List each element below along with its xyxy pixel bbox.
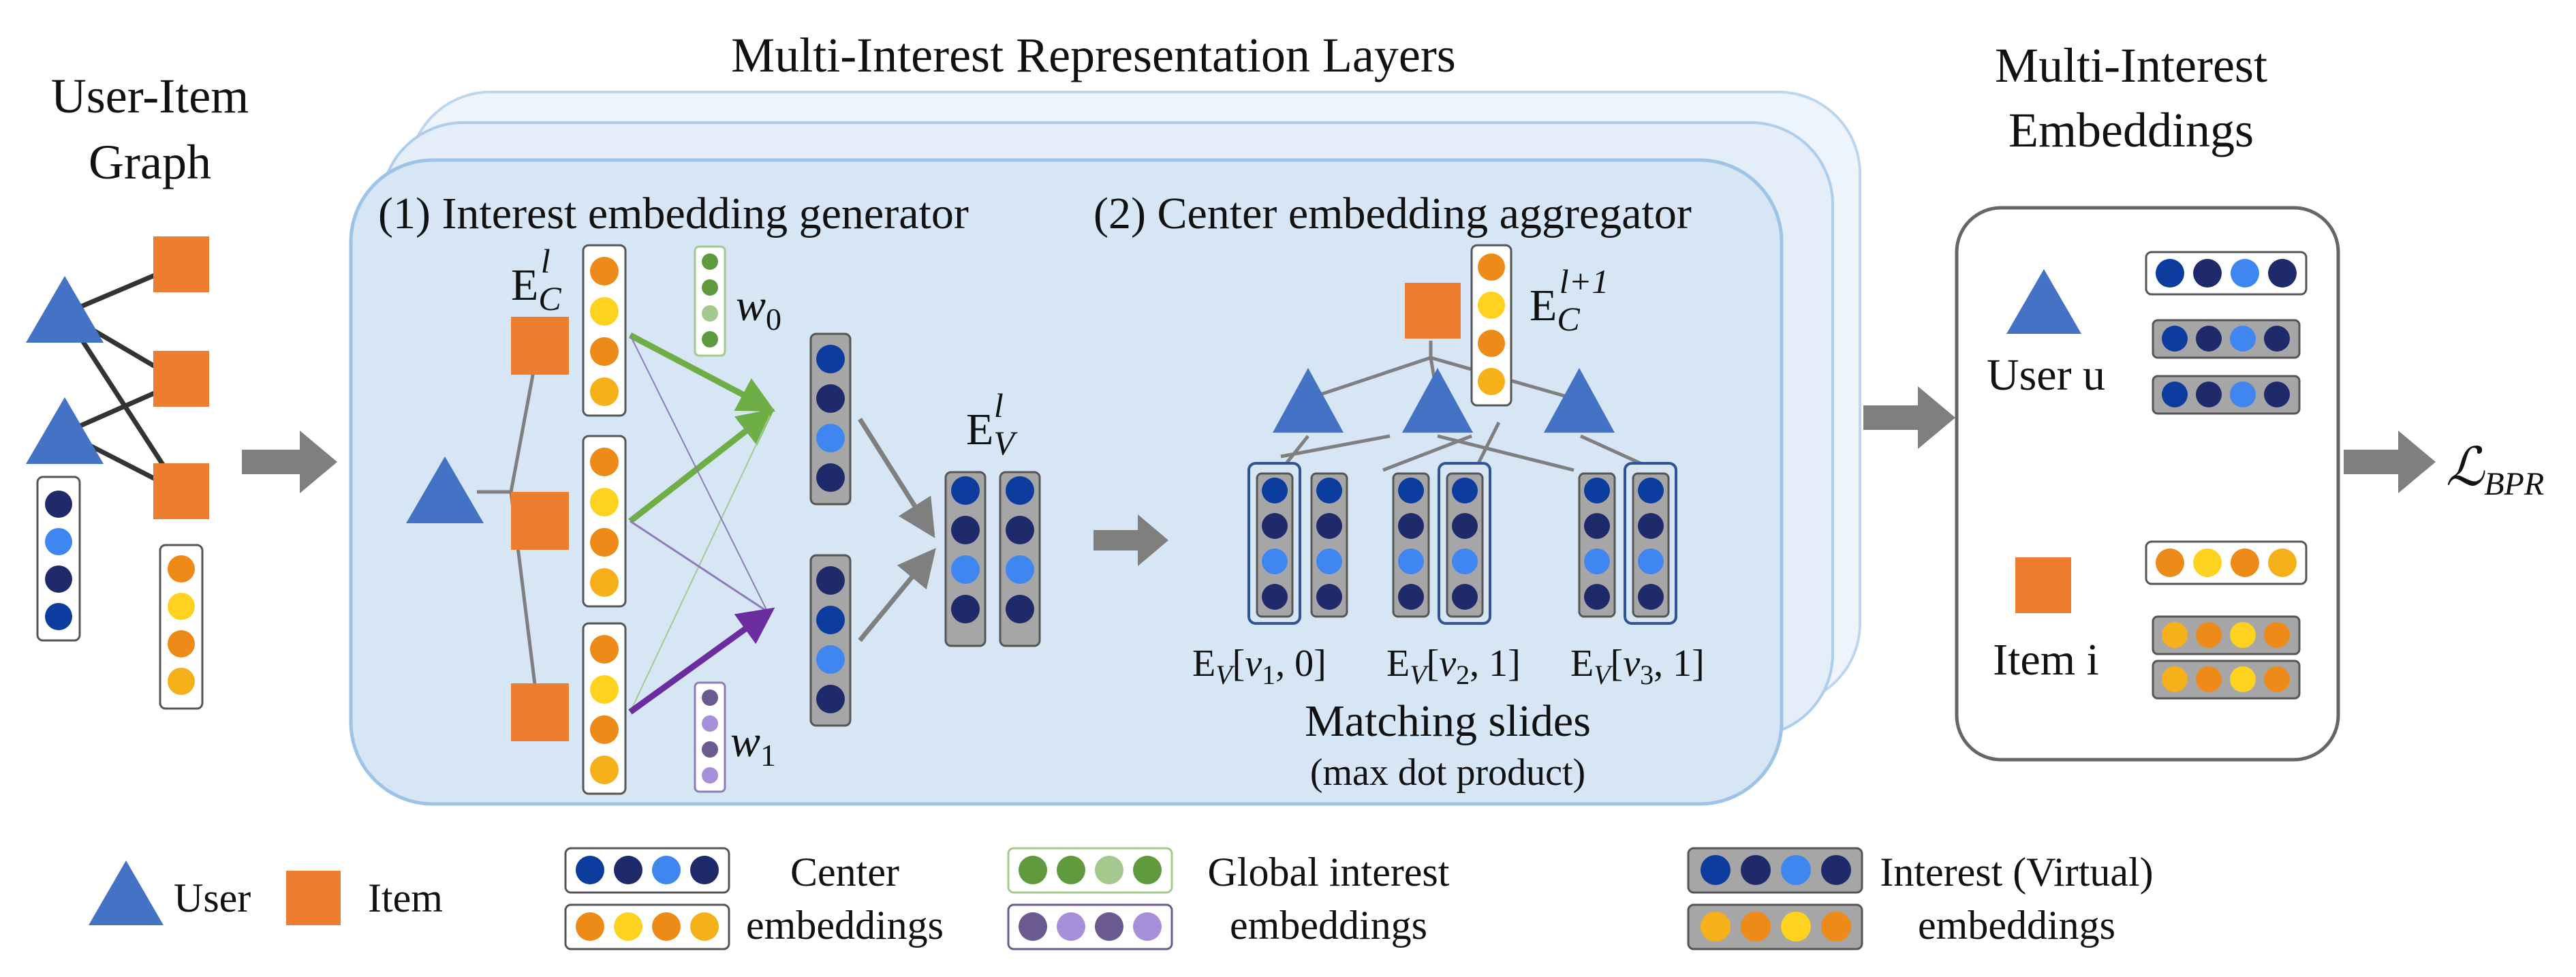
item-interest-embedding [2152,615,2301,655]
legend-global-green-vector [1007,847,1173,894]
aggregator-user-icon [1544,368,1615,433]
legend-interest-line2: embeddings [1918,903,2115,948]
output-user-icon [2006,269,2081,334]
legend-global-line2: embeddings [1230,903,1427,948]
interest-embedding-vector [809,554,852,727]
generator-item-icon [511,683,569,741]
embeddings-title-line1: Multi-Interest [1995,38,2267,93]
output-user-label: User u [1987,350,2105,400]
aggregator-title: (2) Center embedding aggregator [1093,189,1692,238]
user-embedding-vector [36,476,81,642]
output-item-icon [2015,557,2071,613]
item-embedding-vector [159,544,204,710]
matching-label-1: EV[v1, 0] [1192,642,1326,690]
legend-item-label: Item [368,875,443,920]
legend-center-line1: Center [790,850,899,895]
legend-user-label: User [174,875,251,920]
ec-l-label: ECl [511,242,561,317]
item-node-icon [153,351,209,407]
item-node-icon [153,236,209,292]
aggregator-user-icon [1273,368,1344,433]
legend-interest-line1: Interest (Virtual) [1880,850,2153,895]
output-item-label: Item i [1993,635,2099,685]
item-node-icon [153,463,209,519]
ec-l1-label: ECl+1 [1530,262,1609,338]
layers-title: Multi-Interest Representation Layers [731,28,1456,82]
global-interest-w1 [694,681,726,793]
legend-user-icon [89,860,164,925]
matching-slides-title: Matching slides [1305,696,1591,746]
global-interest-w0 [694,245,726,357]
legend-center-item-vector [564,903,730,950]
bpr-loss-label: ℒBPR [2446,437,2544,502]
user-node-icon [26,276,104,343]
ev-l-label: EVl [966,386,1018,462]
embeddings-title-line2: Embeddings [2008,103,2254,157]
aggregator-item-icon [1405,283,1461,339]
matching-slide-3 [1578,462,1677,625]
center-embedding-next-vector [1470,244,1512,407]
virtual-embedding-pair [944,471,1041,647]
generator-item-icon [511,492,569,550]
generator-item-icon [511,317,569,375]
graph-title-line1: User-Item [51,69,249,123]
legend-global-purple-vector [1007,903,1173,950]
w1-label: w1 [730,717,776,773]
item-center-embedding [2145,540,2308,585]
interest-embedding-vector [809,332,852,506]
matching-slides-subtitle: (max dot product) [1310,751,1585,794]
matching-label-2: EV[v2, 1] [1386,642,1521,690]
arrow-to-layers [242,431,337,493]
merge-arrow [858,548,936,642]
generator-user-icon [406,456,484,523]
legend-center-line2: embeddings [746,903,944,948]
user-node-icon [26,397,104,464]
center-embedding-vector [582,244,627,417]
center-embedding-vector [582,622,627,795]
w0-label: w0 [736,281,781,337]
matching-label-3: EV[v3, 1] [1570,642,1705,690]
legend-interest-item-vector [1687,903,1863,950]
item-interest-embedding [2152,660,2301,700]
legend-interest-user-vector [1687,847,1863,894]
user-interest-embedding [2152,319,2301,359]
legend-item-icon [286,871,341,925]
generator-title: (1) Interest embedding generator [378,189,969,238]
user-center-embedding [2145,251,2308,296]
attention-arrows [628,332,775,715]
graph-title-line2: Graph [89,135,211,189]
matching-slide-2 [1392,462,1491,625]
aggregator-user-icon [1402,368,1473,433]
legend-global-line1: Global interest [1208,850,1450,895]
center-embedding-vector [582,435,627,608]
merge-arrow [858,418,935,538]
legend: User Item Center embeddings Global inter… [89,847,2154,950]
arrow-to-loss [2344,431,2436,493]
user-interest-embedding [2152,375,2301,415]
legend-center-user-vector [564,847,730,894]
arrow-to-embeddings [1863,386,1955,449]
matching-slide-1 [1247,462,1348,625]
user-item-graph [26,236,209,710]
arrow-to-aggregator [1093,514,1168,566]
